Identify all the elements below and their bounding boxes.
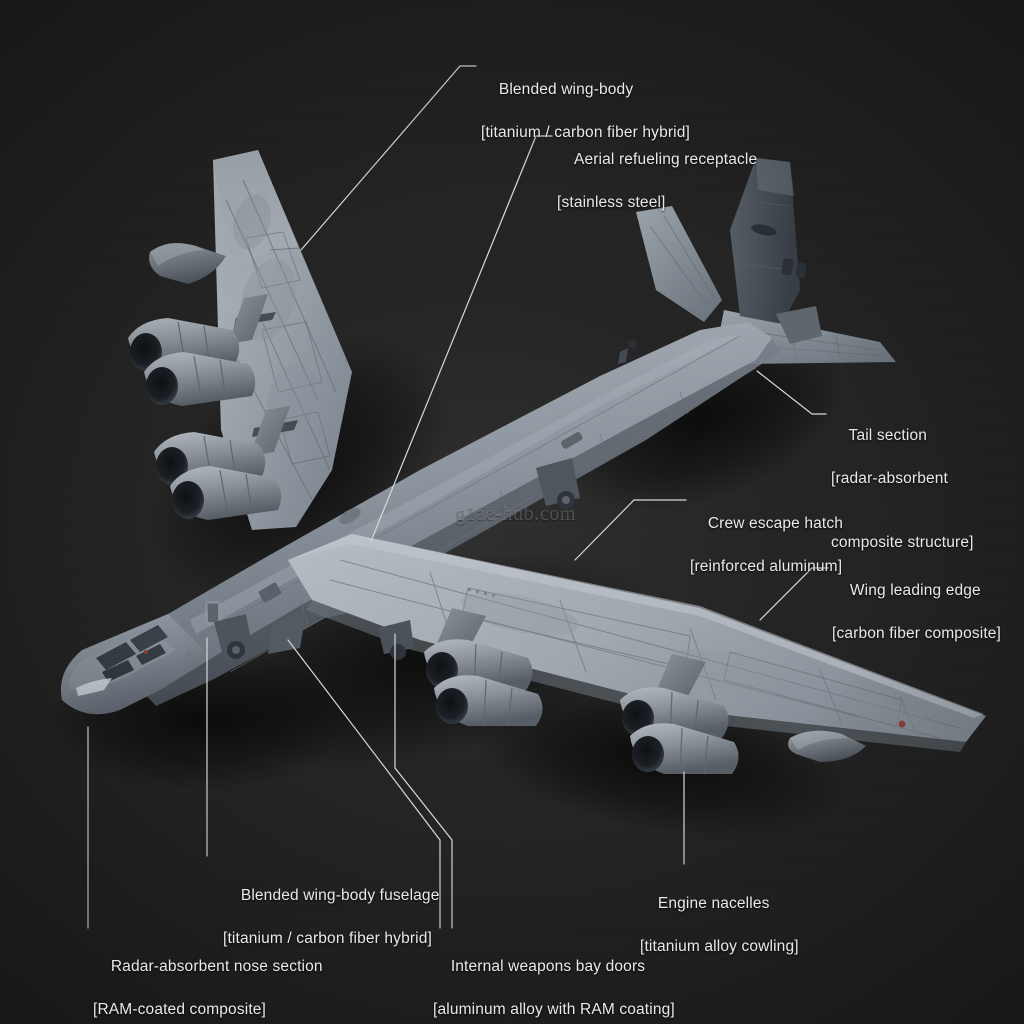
horizontal-stabilizer-left bbox=[636, 206, 722, 322]
callout-material: [RAM-coated composite] bbox=[93, 1001, 267, 1019]
callout-blended-wing-body-fuselage: Blended wing-body fuselage [titanium / c… bbox=[223, 864, 439, 992]
callout-material: [aluminum alloy with RAM coating] bbox=[433, 1001, 675, 1019]
nose-section: B-52J bbox=[60, 601, 252, 715]
callout-title: Blended wing-body fuselage bbox=[240, 887, 440, 905]
right-engine-nacelle-pair-1 bbox=[424, 608, 543, 727]
callout-title: Aerial refueling receptacle bbox=[573, 151, 758, 169]
left-engine-nacelle-pair-2 bbox=[154, 406, 290, 520]
callout-material: [stainless steel] bbox=[557, 194, 666, 212]
watermark: g1ae-hub.com bbox=[455, 503, 577, 525]
leader-lines bbox=[87, 65, 829, 929]
right-engine-nacelle-pair-2 bbox=[620, 654, 739, 775]
callout-material-cont: composite structure] bbox=[831, 534, 974, 552]
callout-radar-absorbent-nose-section: Radar-absorbent nose section [RAM-coated… bbox=[93, 935, 323, 1024]
callout-material: [titanium / carbon fiber hybrid] bbox=[223, 930, 432, 948]
left-wing-tank bbox=[149, 243, 226, 284]
svg-text:B-52J: B-52J bbox=[186, 651, 207, 660]
callout-aerial-refueling-receptacle: Aerial refueling receptacle [stainless s… bbox=[557, 128, 757, 256]
callout-title: Wing leading edge bbox=[849, 582, 981, 600]
callout-title: Blended wing-body bbox=[498, 81, 634, 99]
callout-title: Internal weapons bay doors bbox=[450, 958, 646, 976]
vertical-tail-fin bbox=[730, 158, 800, 324]
callout-title: Engine nacelles bbox=[657, 895, 770, 913]
callout-material: [titanium / carbon fiber hybrid] bbox=[481, 124, 690, 142]
callout-tail-section: Tail section [radar-absorbent composite … bbox=[831, 404, 974, 596]
callout-title: Tail section bbox=[848, 427, 928, 445]
cockpit-windows bbox=[96, 625, 168, 682]
callout-wing-leading-edge: Wing leading edge [carbon fiber composit… bbox=[832, 559, 1001, 687]
callout-material: [carbon fiber composite] bbox=[832, 625, 1002, 643]
callout-title: Radar-absorbent nose section bbox=[110, 958, 323, 976]
callout-engine-nacelles: Engine nacelles [titanium alloy cowling] bbox=[640, 872, 799, 1000]
callout-material: [reinforced aluminum] bbox=[690, 558, 843, 576]
callout-crew-escape-hatch: Crew escape hatch [reinforced aluminum] bbox=[690, 492, 843, 620]
callout-material: [radar-absorbent bbox=[831, 470, 948, 488]
callout-blended-wing-body: Blended wing-body [titanium / carbon fib… bbox=[481, 58, 690, 186]
main-landing-gear bbox=[378, 620, 414, 660]
left-engine-nacelle-pair-1 bbox=[128, 294, 268, 406]
callout-internal-weapons-bay-doors: Internal weapons bay doors [aluminum all… bbox=[433, 935, 675, 1024]
left-wing bbox=[213, 150, 352, 530]
callout-material: [titanium alloy cowling] bbox=[640, 938, 799, 956]
tail-cone bbox=[776, 258, 822, 344]
callout-title: Crew escape hatch bbox=[707, 515, 844, 533]
right-wing-tank bbox=[788, 730, 866, 762]
